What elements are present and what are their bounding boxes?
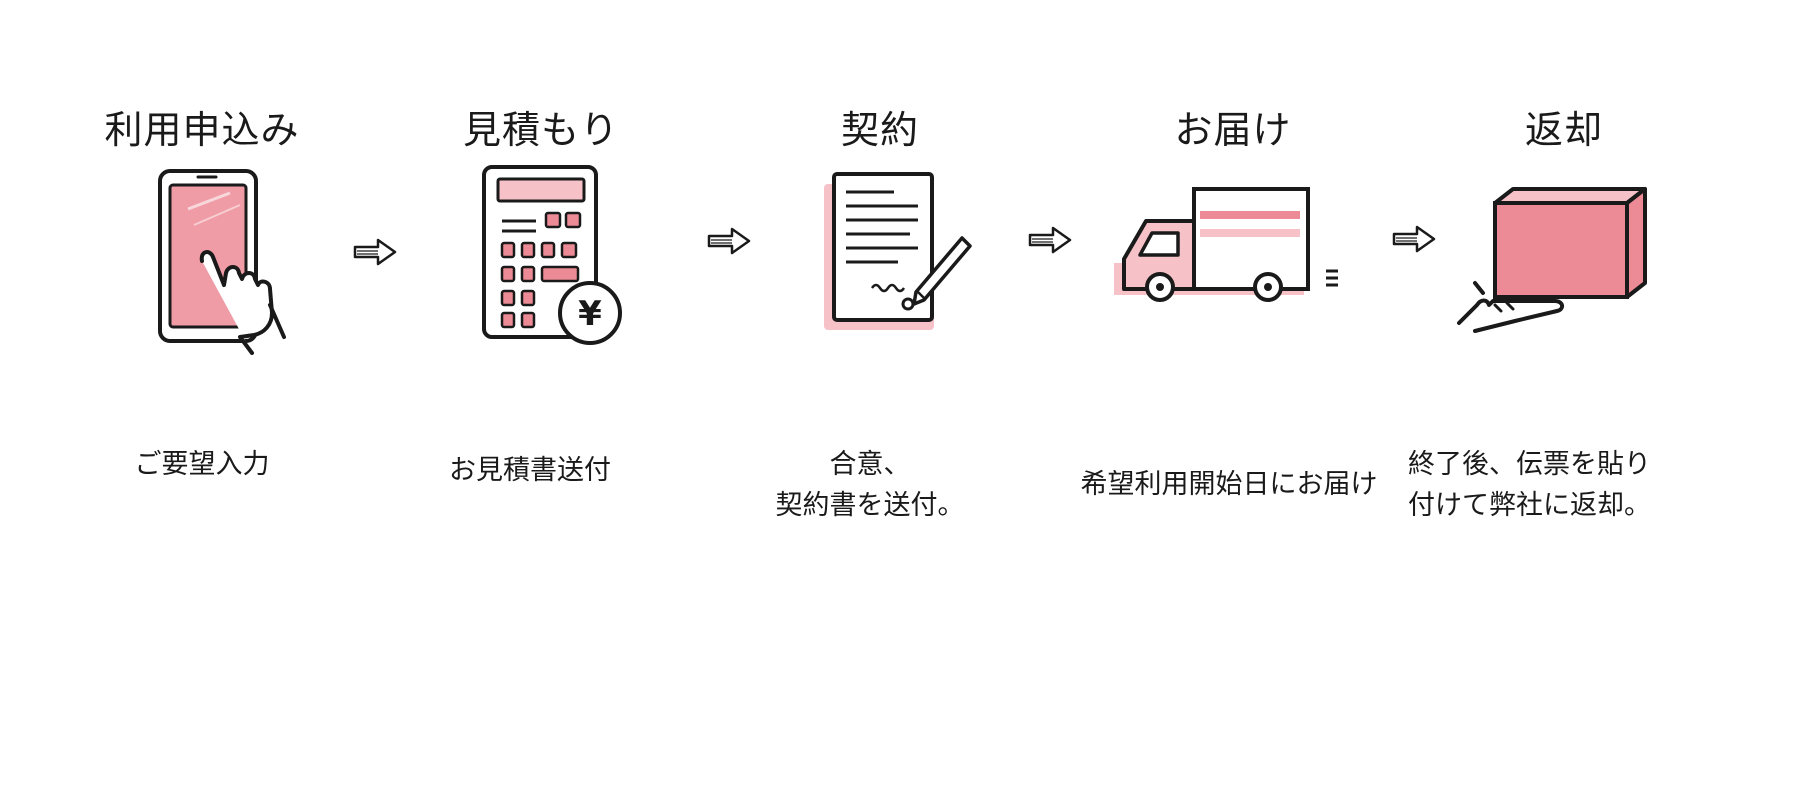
- svg-text:¥: ¥: [578, 294, 602, 334]
- smartphone-tap-icon: [158, 169, 286, 355]
- box-return-icon: [1457, 187, 1647, 333]
- arrow-right-icon: [1392, 225, 1436, 253]
- step-desc-return: 終了後、伝票を貼り 付けて弊社に返却。: [1408, 449, 1651, 521]
- arrow-right-icon: [1028, 226, 1072, 254]
- step-desc-estimate: お見積書送付: [449, 455, 611, 486]
- step-title-contract: 契約: [840, 108, 919, 152]
- step-desc-application: ご要望入力: [134, 449, 270, 480]
- step-title-application: 利用申込み: [104, 108, 300, 152]
- step-desc-contract: 合意、 契約書を送付。: [775, 449, 965, 521]
- delivery-truck-icon: [1114, 187, 1338, 302]
- step-title-delivery: お届け: [1174, 108, 1292, 152]
- step-title-estimate: 見積もり: [462, 108, 619, 152]
- arrow-right-icon: [707, 227, 751, 255]
- calculator-yen-icon: ¥: [482, 165, 622, 345]
- step-desc-delivery: 希望利用開始日にお届け: [1080, 469, 1378, 500]
- arrow-right-icon: [353, 238, 397, 266]
- step-title-return: 返却: [1524, 108, 1603, 152]
- contract-sign-icon: [824, 172, 972, 330]
